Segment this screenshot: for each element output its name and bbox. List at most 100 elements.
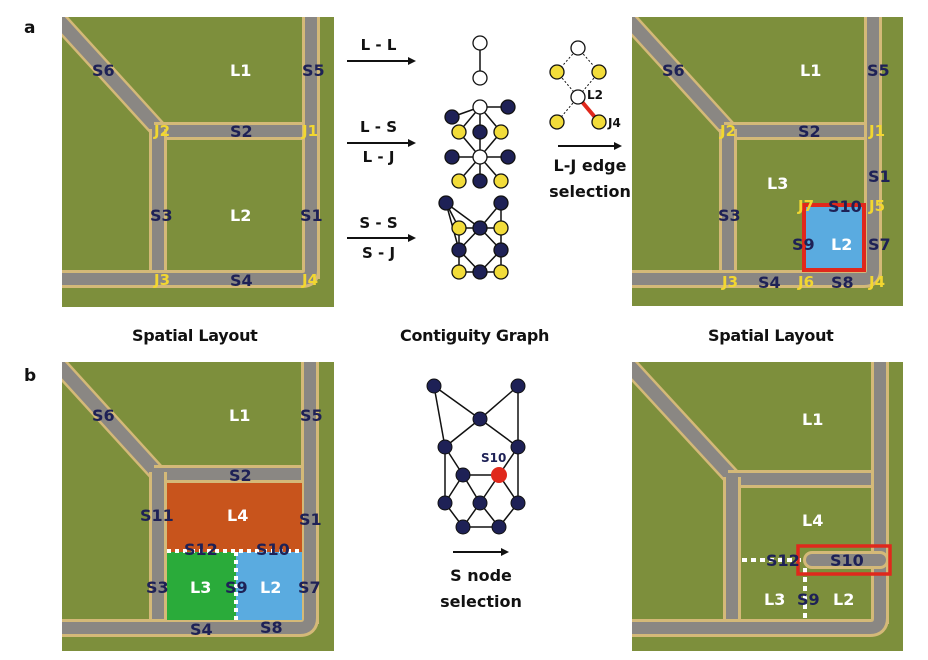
lot-label-l3: L3 [764,590,786,609]
junction-label-j4: J4 [302,271,319,289]
node-label-s10: S10 [481,451,507,465]
street-label-s9: S9 [792,235,815,254]
node-junction [549,114,565,130]
edge-selection-caption-2: selection [549,182,631,201]
arrow-right-icon [347,57,416,65]
street-label-s12: S12 [766,551,800,570]
dashed-edges [556,47,600,123]
lot-label-l2: L2 [831,235,853,254]
junction-label-j3: J3 [722,273,739,291]
relation-label-l-s: L - S [359,118,398,136]
street-label-s4: S4 [230,271,253,290]
node-street [455,519,471,535]
contiguity-graph-b: S10 S node selection [346,362,626,652]
panel-letter-b: b [24,366,37,386]
node-junction [451,173,467,189]
map-a-right-roads [632,17,882,288]
street-label-s7: S7 [298,578,321,597]
street-label-s11: S11 [140,506,174,525]
node-street [493,242,509,258]
node-street [472,220,488,236]
street-label-s2: S2 [229,466,252,485]
street-label-s3: S3 [718,206,741,225]
junction-label-j3: J3 [154,271,171,289]
street-label-s9: S9 [225,578,248,597]
street-label-s7: S7 [868,235,891,254]
node-street [472,264,488,280]
node-lot-l2 [570,89,586,105]
node-junction [591,64,607,80]
lot-label-l2: L2 [230,206,252,225]
node-street [500,149,516,165]
junction-label-j1: J1 [869,122,886,140]
street-label-s3: S3 [150,206,173,225]
road-s4 [62,269,317,285]
street-label-s5: S5 [302,61,325,80]
road-s6 [62,17,163,134]
lot-label-l1: L1 [800,61,822,80]
lot-label-l1: L1 [230,61,252,80]
lot-label-l1: L1 [802,410,824,429]
street-label-s1: S1 [299,510,322,529]
lot-label-l4: L4 [802,511,824,530]
junction-label-j5: J5 [869,197,886,215]
node-street [437,495,453,511]
node-street [493,195,509,211]
street-label-s10: S10 [830,551,864,570]
node-selection-caption-1: S node [450,566,512,585]
junction-label-j7: J7 [798,197,815,215]
node-lot [472,35,488,51]
caption-spatial-layout-right: Spatial Layout [708,326,834,345]
node-lot [472,70,488,86]
node-label-l2: L2 [587,88,603,102]
node-junction [493,173,509,189]
street-label-s2: S2 [230,122,253,141]
lot-label-l1: L1 [229,406,251,425]
node-label-j4: J4 [608,116,621,130]
graph-nodes [438,35,607,280]
street-label-s6: S6 [92,61,115,80]
graph-a-svg [438,35,622,280]
node-junction [549,64,565,80]
arrow-right-icon [347,139,416,147]
street-label-s5: S5 [867,61,890,80]
node-street [438,195,454,211]
node-junction [493,220,509,236]
street-label-s9: S9 [797,590,820,609]
node-junction [451,220,467,236]
node-street [426,378,442,394]
lot-label-l2: L2 [833,590,855,609]
street-label-s6: S6 [662,61,685,80]
caption-contiguity-graph: Contiguity Graph [400,326,550,345]
lot-l4-area [167,483,302,552]
lot-l3-area [167,552,236,620]
lot-label-l3: L3 [767,174,789,193]
map-b-right: L1 L4 S12 S10 L3 S9 L2 [632,362,903,651]
street-label-s12: S12 [184,540,218,559]
relation-label-l-j: L - J [362,148,395,166]
street-label-s8: S8 [260,618,283,637]
street-label-s2: S2 [798,122,821,141]
node-street [500,99,516,115]
street-label-s1: S1 [868,167,891,186]
map-a-right: S6 L1 S5 J2 S2 J1 L3 S1 J7 S10 J5 S3 S9 … [632,17,903,306]
junction-label-j6: J6 [798,273,815,291]
lot-l2-area [236,552,302,620]
node-street [472,173,488,189]
node-junction [493,124,509,140]
node-street [472,411,488,427]
street-label-s8: S8 [831,273,854,292]
graph-nodes [426,378,526,535]
node-street [455,467,471,483]
node-street [510,495,526,511]
street-label-s10: S10 [256,540,290,559]
map-a-left: S6 L1 S5 J2 S2 J1 S3 L2 S1 J3 S4 J4 [62,17,334,307]
junction-label-j2: J2 [720,122,737,140]
node-street [472,495,488,511]
junction-label-j2: J2 [154,122,171,140]
contiguity-graph-a: L - L L - S L - J S - S S - J [346,0,631,310]
arrow-head [501,548,509,556]
graph-b-svg [426,378,526,556]
map-a-left-roads [62,17,320,288]
map-b-left-roads [62,362,319,637]
